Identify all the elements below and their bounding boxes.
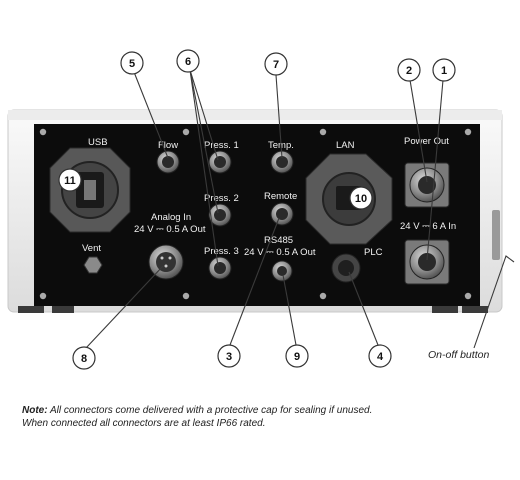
svg-text:1: 1	[441, 65, 447, 77]
callout-3: 3	[217, 344, 241, 368]
leader-6c	[189, 69, 219, 267]
onoff-label: On-off button	[428, 349, 489, 361]
foot	[18, 306, 44, 313]
note-text-1: All connectors come delivered with a pro…	[47, 405, 373, 416]
flow-connector[interactable]	[156, 150, 180, 174]
flow-label: Flow	[158, 140, 178, 151]
callout-6: 6	[176, 49, 200, 73]
press3-label: Press. 3	[204, 246, 239, 257]
panel-screws	[39, 128, 472, 300]
foot	[462, 306, 488, 313]
callouts: 5 6 7 2 1 11 10 8 3 9 4	[58, 49, 456, 370]
rs485-label: RS485	[264, 235, 293, 246]
press3-connector[interactable]	[208, 256, 232, 280]
plc-connector[interactable]	[331, 253, 361, 283]
leader-lines	[85, 69, 515, 349]
power-in-label: 24 V ⎓ 6 A In	[400, 221, 456, 232]
svg-text:2: 2	[406, 65, 412, 77]
callout-11: 11	[58, 168, 82, 192]
press1-label: Press. 1	[204, 140, 239, 151]
note-bold: Note:	[22, 405, 48, 416]
vent	[83, 256, 103, 274]
callout-4: 4	[368, 344, 392, 368]
leader-6a	[189, 69, 219, 161]
leader-5	[133, 71, 169, 159]
callout-2: 2	[397, 58, 421, 82]
note-line-2: When connected all connectors are at lea…	[22, 418, 266, 429]
remote-connector[interactable]	[270, 202, 294, 226]
lan-connector[interactable]	[305, 153, 393, 245]
svg-text:10: 10	[355, 193, 367, 205]
leader-3	[229, 217, 280, 346]
vent-label: Vent	[82, 243, 101, 254]
svg-text:8: 8	[81, 353, 87, 365]
analog-in-rating: 24 V ⎓ 0.5 A Out	[134, 224, 206, 235]
power-out-connector[interactable]	[404, 162, 450, 208]
callout-5: 5	[120, 51, 144, 75]
svg-text:9: 9	[294, 351, 300, 363]
press1-connector[interactable]	[208, 150, 232, 174]
press2-label: Press. 2	[204, 193, 239, 204]
panel-labels: USB Flow Press. 1 Press. 2 Press. 3 Temp…	[82, 136, 456, 258]
callout-1: 1	[432, 58, 456, 82]
svg-text:6: 6	[185, 56, 191, 68]
press2-connector[interactable]	[208, 203, 232, 227]
rs485-connector[interactable]	[271, 260, 293, 282]
power-out-label: Power Out	[404, 136, 449, 147]
foot	[52, 306, 74, 313]
onoff-switch[interactable]	[492, 210, 500, 260]
leader-9	[282, 274, 297, 346]
plc-label: PLC	[364, 247, 383, 258]
callout-8: 8	[72, 346, 96, 370]
callout-9: 9	[285, 344, 309, 368]
leader-7	[275, 74, 283, 159]
svg-text:7: 7	[273, 59, 279, 71]
usb-label: USB	[88, 137, 108, 148]
leader-onoff	[473, 255, 515, 349]
note: Note: All connectors come delivered with…	[22, 404, 502, 430]
leader-2	[409, 79, 428, 183]
svg-text:5: 5	[129, 58, 135, 70]
leader-6b	[189, 69, 219, 214]
note-line-1: Note: All connectors come delivered with…	[22, 404, 502, 417]
analog-in-connector[interactable]	[148, 244, 184, 280]
callout-7: 7	[264, 52, 288, 76]
lan-label: LAN	[336, 140, 355, 151]
usb-connector[interactable]	[49, 147, 131, 233]
leader-4	[348, 271, 379, 346]
callout-10: 10	[349, 186, 373, 210]
svg-text:4: 4	[377, 351, 384, 363]
power-in-connector[interactable]	[404, 239, 450, 285]
foot	[432, 306, 458, 313]
svg-text:3: 3	[226, 351, 232, 363]
svg-text:11: 11	[64, 175, 76, 187]
remote-label: Remote	[264, 191, 297, 202]
leader-1	[426, 79, 444, 261]
analog-in-label: Analog In	[151, 212, 191, 223]
temp-connector[interactable]	[270, 150, 294, 174]
leader-8	[85, 265, 164, 349]
rs485-rating: 24 V ⎓ 0.5 A Out	[244, 247, 316, 258]
